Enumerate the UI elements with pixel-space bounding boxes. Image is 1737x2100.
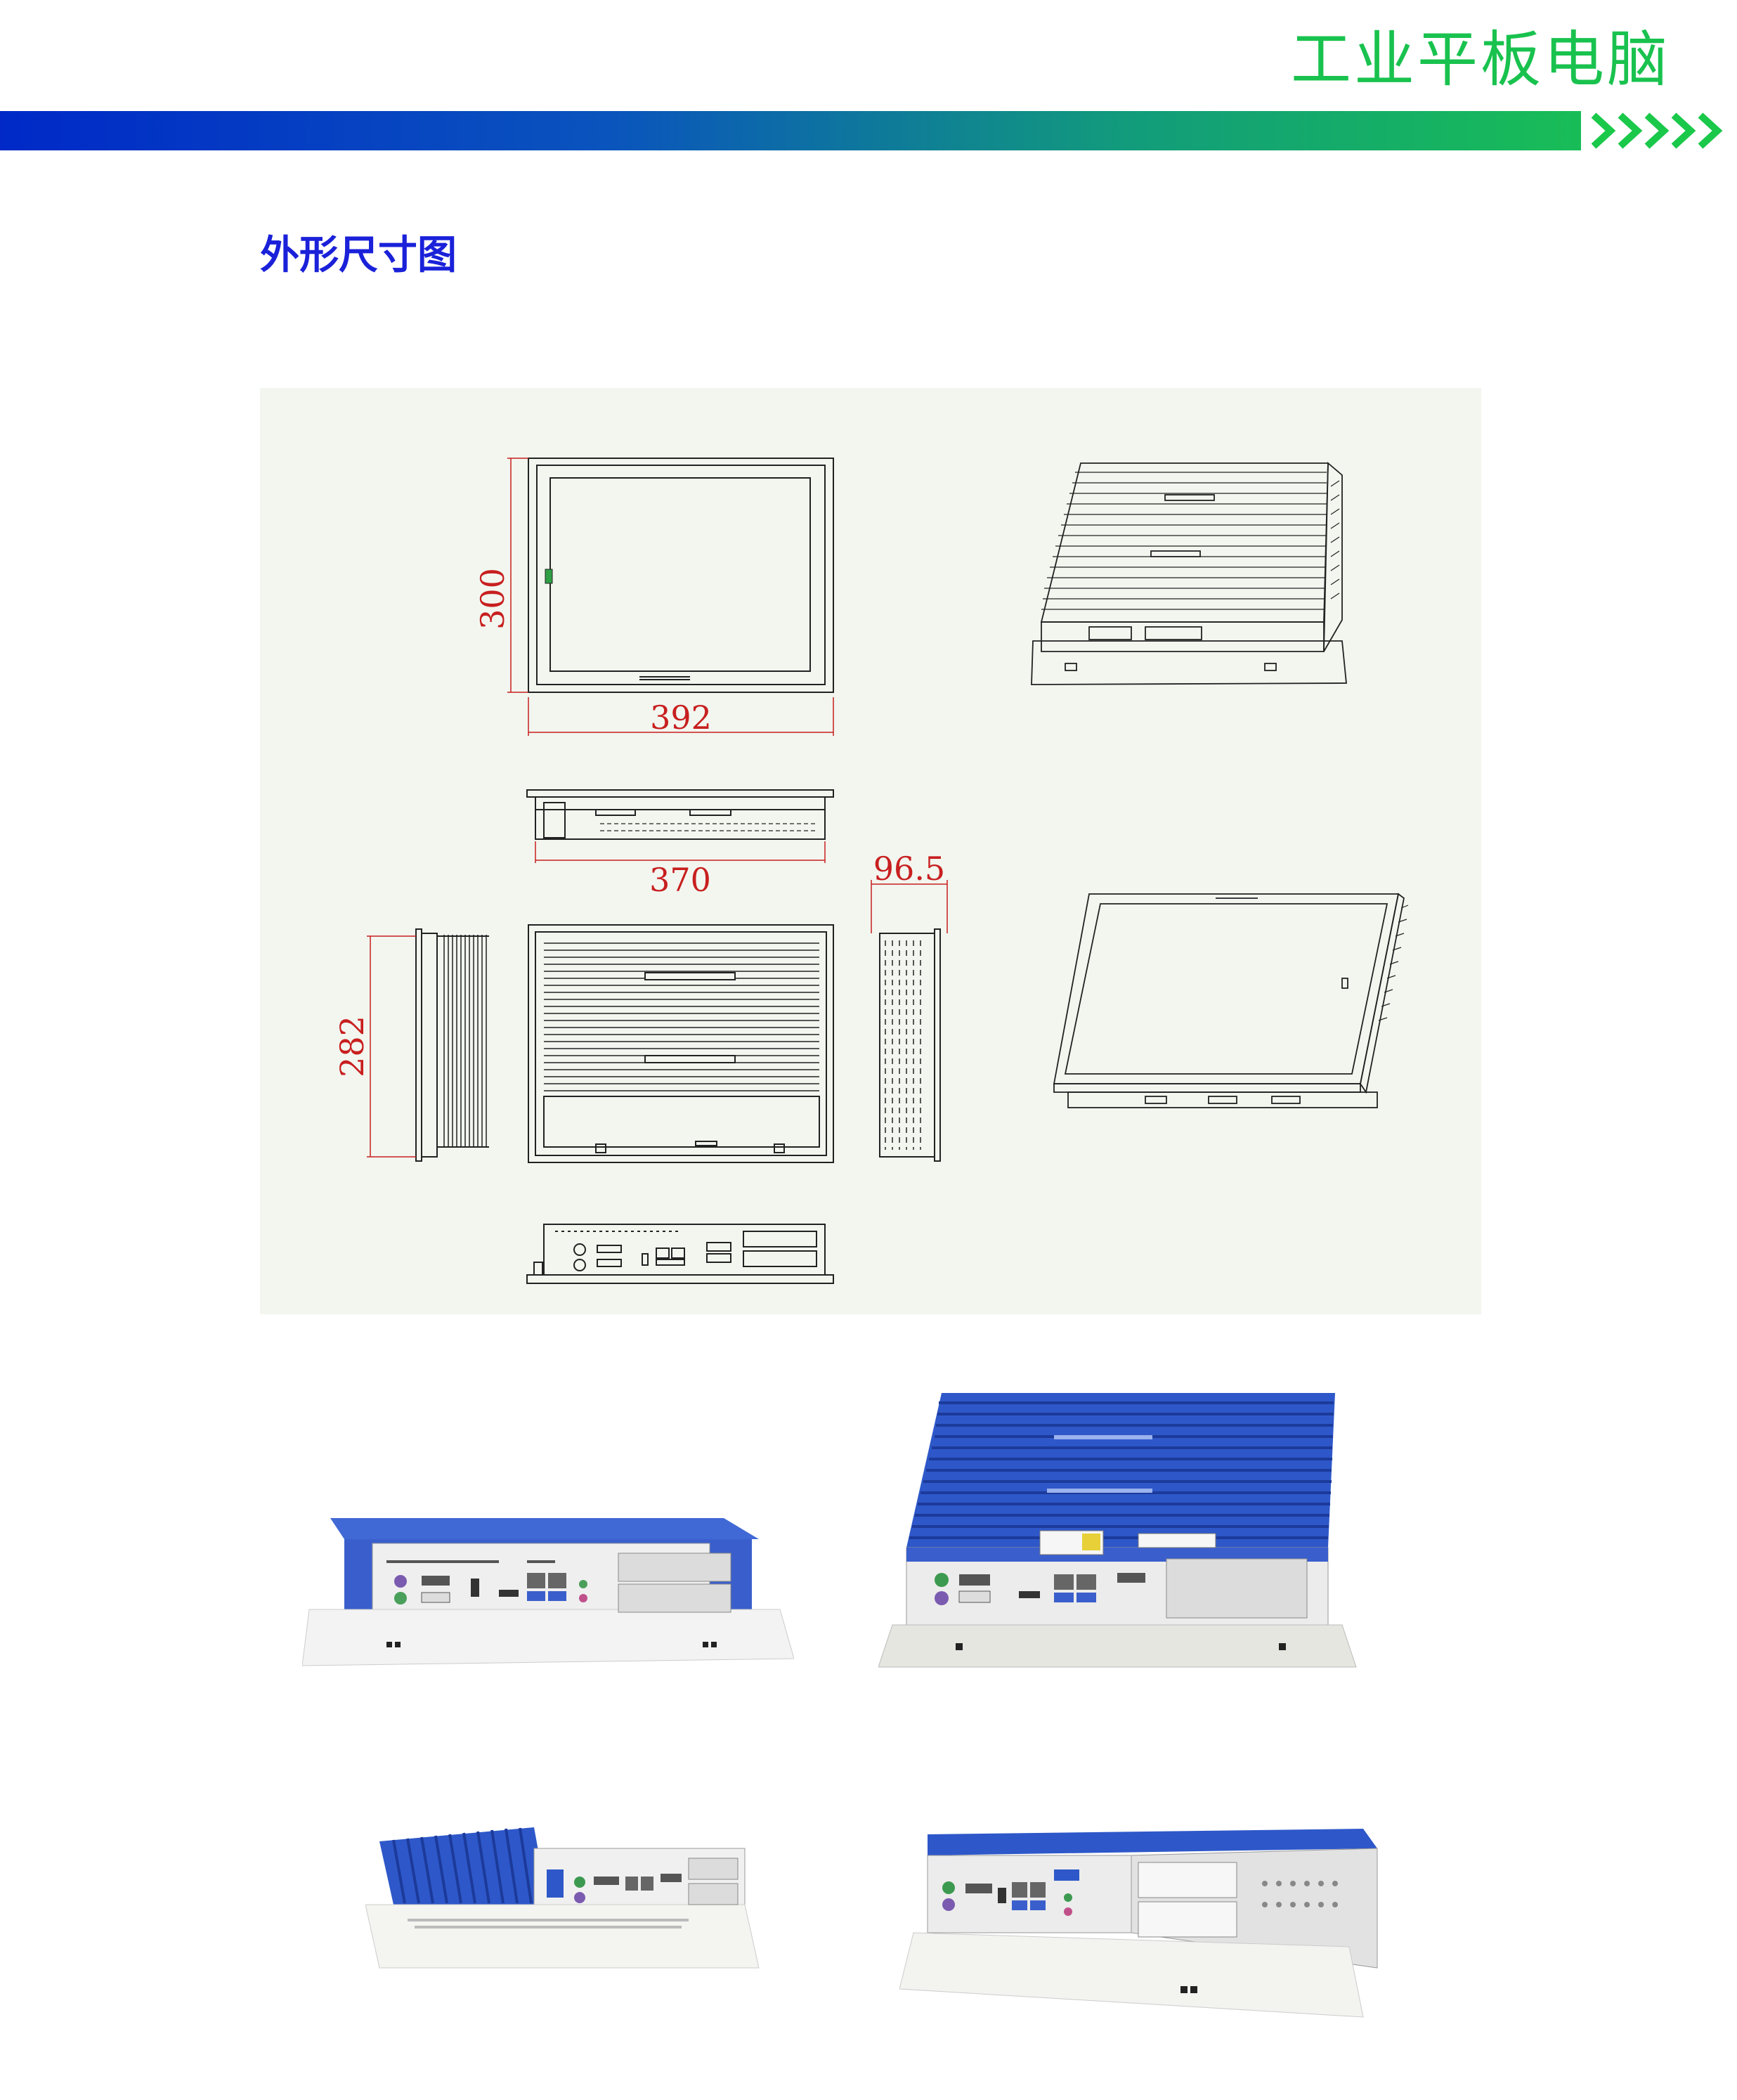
left-side-view (415, 928, 489, 1162)
dimension-height-label: 300 (474, 568, 512, 630)
rear-view (528, 924, 834, 1163)
section-title: 外形尺寸图 (260, 233, 457, 278)
dimension-cutout-width-label: 370 (649, 861, 711, 899)
right-side-view (879, 928, 941, 1162)
dimension-drawing: 300 392 370 96.5 282 (333, 458, 1409, 1284)
product-photo-heatsink-view (878, 1393, 1357, 1668)
brand-title: 工业平板电脑 (1291, 25, 1670, 95)
product-photo-left-angle-view (365, 1827, 760, 1969)
front-view (528, 458, 834, 693)
dimension-depth-label: 96.5 (873, 850, 945, 888)
iso-front-view (1053, 893, 1409, 1108)
product-photo-right-angle-view (899, 1829, 1378, 2018)
bottom-io-view (526, 1224, 834, 1284)
dimension-drawing-panel: 300 392 370 96.5 282 (260, 388, 1481, 1314)
iso-rear-view (1031, 462, 1347, 685)
product-photo-io-view (302, 1518, 794, 1666)
top-view (526, 789, 834, 840)
header-gradient-band (0, 111, 1737, 150)
dimension-width-label: 392 (650, 699, 712, 737)
chevron-arrows-icon (1591, 112, 1723, 149)
dimension-cutout-height-label: 282 (333, 1016, 371, 1077)
